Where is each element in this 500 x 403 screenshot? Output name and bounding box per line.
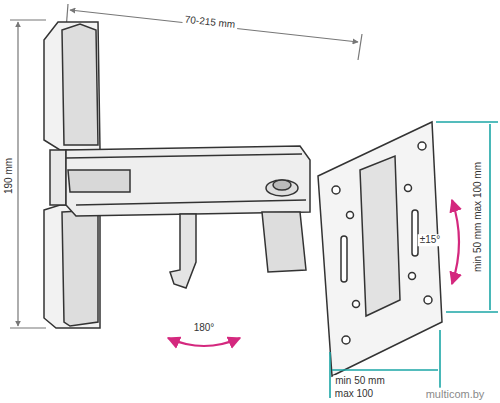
vesa-dimensions (330, 122, 498, 398)
angle-label: 180° (192, 322, 217, 334)
rotation-arrows (168, 200, 459, 346)
dimension-label: 190 mm (3, 156, 15, 196)
dimension-label: 70-215 mm (182, 13, 237, 30)
watermark: multicom.by (424, 388, 487, 401)
dimension-lines (10, 4, 362, 328)
dimension-label: max 100 (333, 388, 375, 400)
angle-label: ±15° (418, 234, 443, 246)
dimension-label: min 50 mm max 100 mm (472, 160, 484, 274)
vesa-plate (318, 122, 442, 376)
swing-arm (66, 146, 310, 288)
dimension-label: min 50 mm (333, 375, 386, 387)
